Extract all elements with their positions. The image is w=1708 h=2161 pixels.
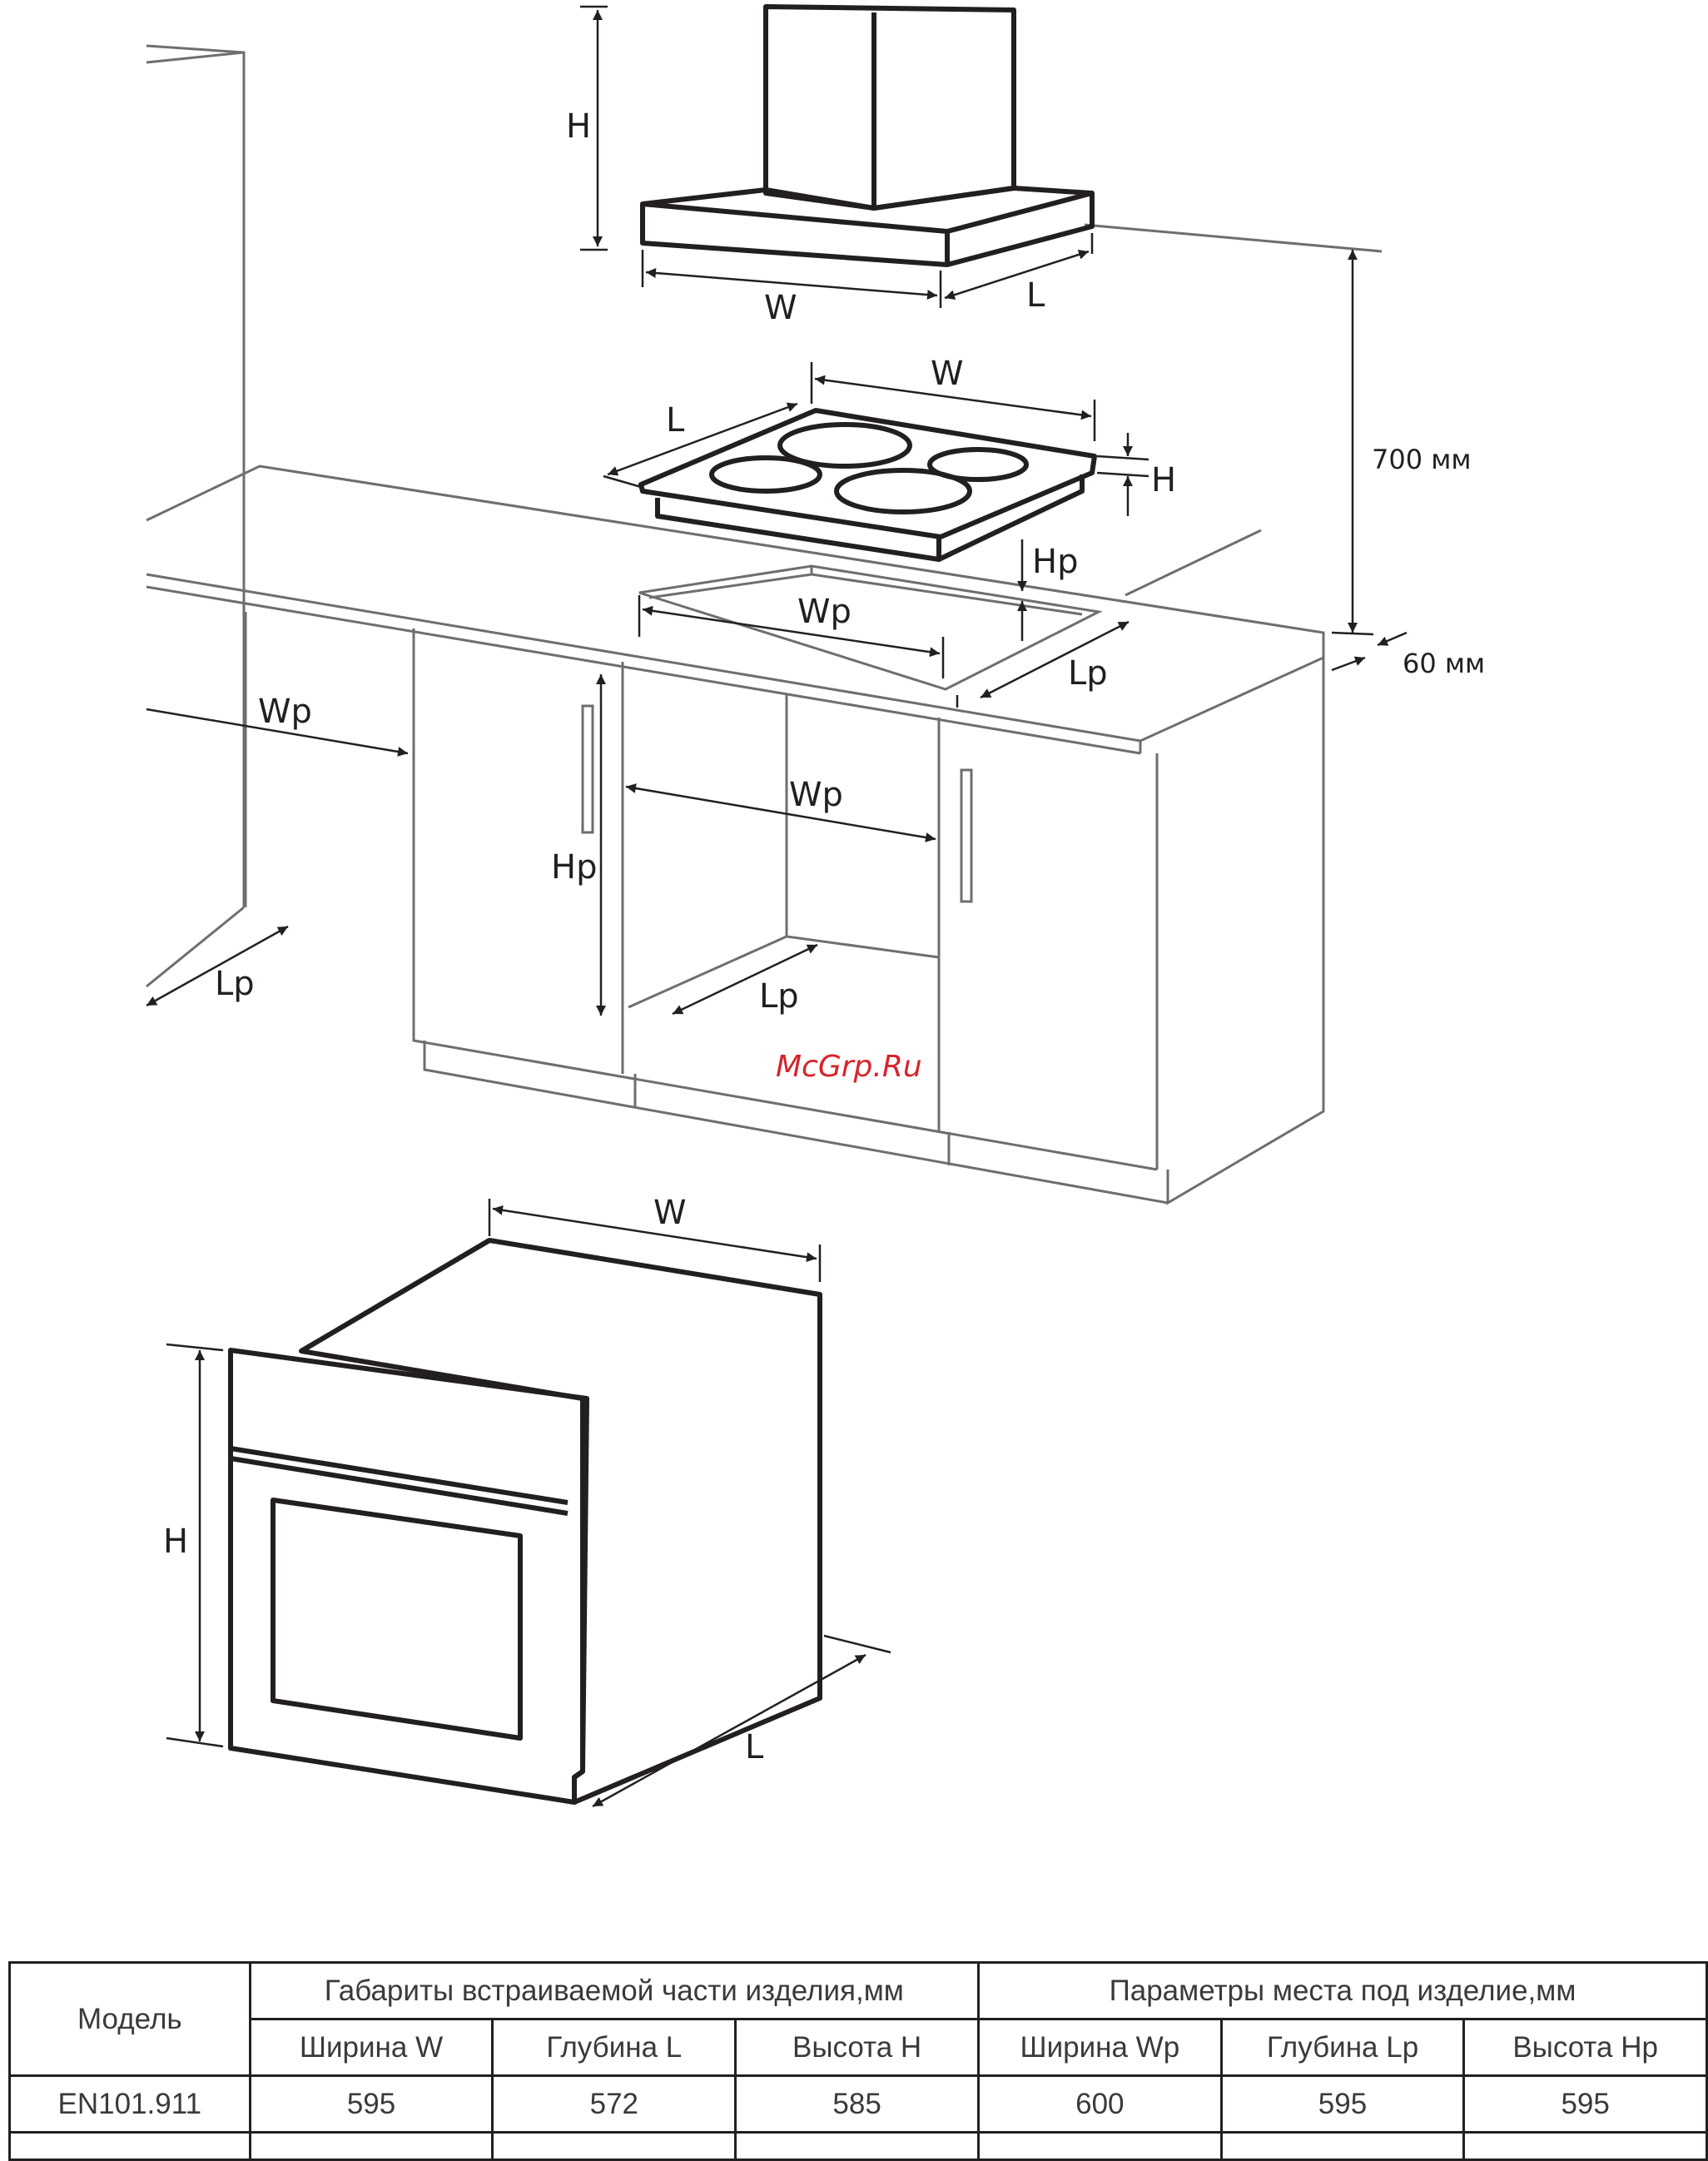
watermark: McGrp.Ru	[776, 1050, 922, 1084]
built-in-dimensions-header: Габариты встраиваемой части изделия,мм	[250, 1963, 978, 2019]
hob-edge-clearance: 60 мм	[1403, 648, 1485, 679]
column-header: Глубина Lp	[1221, 2019, 1464, 2076]
hob-width-label: W	[931, 355, 964, 393]
side-niche-depth-label: Lp	[215, 965, 255, 1003]
range-hood	[643, 7, 1092, 265]
table-row: EN101.911 595 572 585 600 595 595	[10, 2076, 1707, 2133]
side-niche-width-label: Wp	[258, 693, 312, 731]
column-header: Ширина Wp	[979, 2019, 1222, 2076]
hood-to-hob-clearance: 700 мм	[1372, 444, 1472, 475]
table-cell: 585	[736, 2076, 979, 2133]
hob-depth-label: L	[666, 401, 685, 440]
table-cell: 572	[493, 2076, 736, 2133]
table-cell: 600	[979, 2076, 1222, 2133]
hood-depth-label: L	[1026, 276, 1045, 315]
column-header: Высота H	[736, 2019, 979, 2076]
table-cell: 595	[1221, 2076, 1464, 2133]
table-row-partial	[10, 2133, 1707, 2160]
hood-width-label: W	[764, 289, 797, 327]
cutout-width-label: Wp	[797, 593, 852, 631]
oven-niche-depth-label: Lp	[759, 977, 799, 1016]
model-header: Модель	[10, 1963, 251, 2076]
table-cell: 595	[1464, 2076, 1707, 2133]
oven-width-label: W	[653, 1194, 687, 1232]
column-header: Высота Hp	[1464, 2019, 1707, 2076]
model-cell: EN101.911	[10, 2076, 251, 2133]
niche-parameters-header: Параметры места под изделие,мм	[979, 1963, 1707, 2019]
dimension-lines	[146, 7, 1407, 1806]
cutout-depth-label: Lp	[1068, 654, 1108, 693]
oven-height-label: H	[163, 1523, 188, 1561]
column-header: Ширина W	[250, 2019, 493, 2076]
oven-depth-label: L	[745, 1728, 764, 1766]
oven-niche-height-label: Hp	[551, 848, 597, 887]
kitchen-cabinet	[146, 46, 1382, 1203]
hood-height-label: H	[566, 107, 591, 146]
oven	[231, 1240, 820, 1802]
column-header: Глубина L	[493, 2019, 736, 2076]
dimension-labels: H W L W L H Hp Wp Lp 700 мм 60 мм Wp Lp …	[163, 107, 1485, 1766]
table-cell: 595	[250, 2076, 493, 2133]
cutout-height-label: Hp	[1032, 543, 1078, 581]
dimensions-table: Модель Габариты встраиваемой части издел…	[8, 1961, 1708, 2161]
oven-niche-width-label: Wp	[789, 776, 843, 814]
hob-height-label: H	[1151, 461, 1176, 499]
